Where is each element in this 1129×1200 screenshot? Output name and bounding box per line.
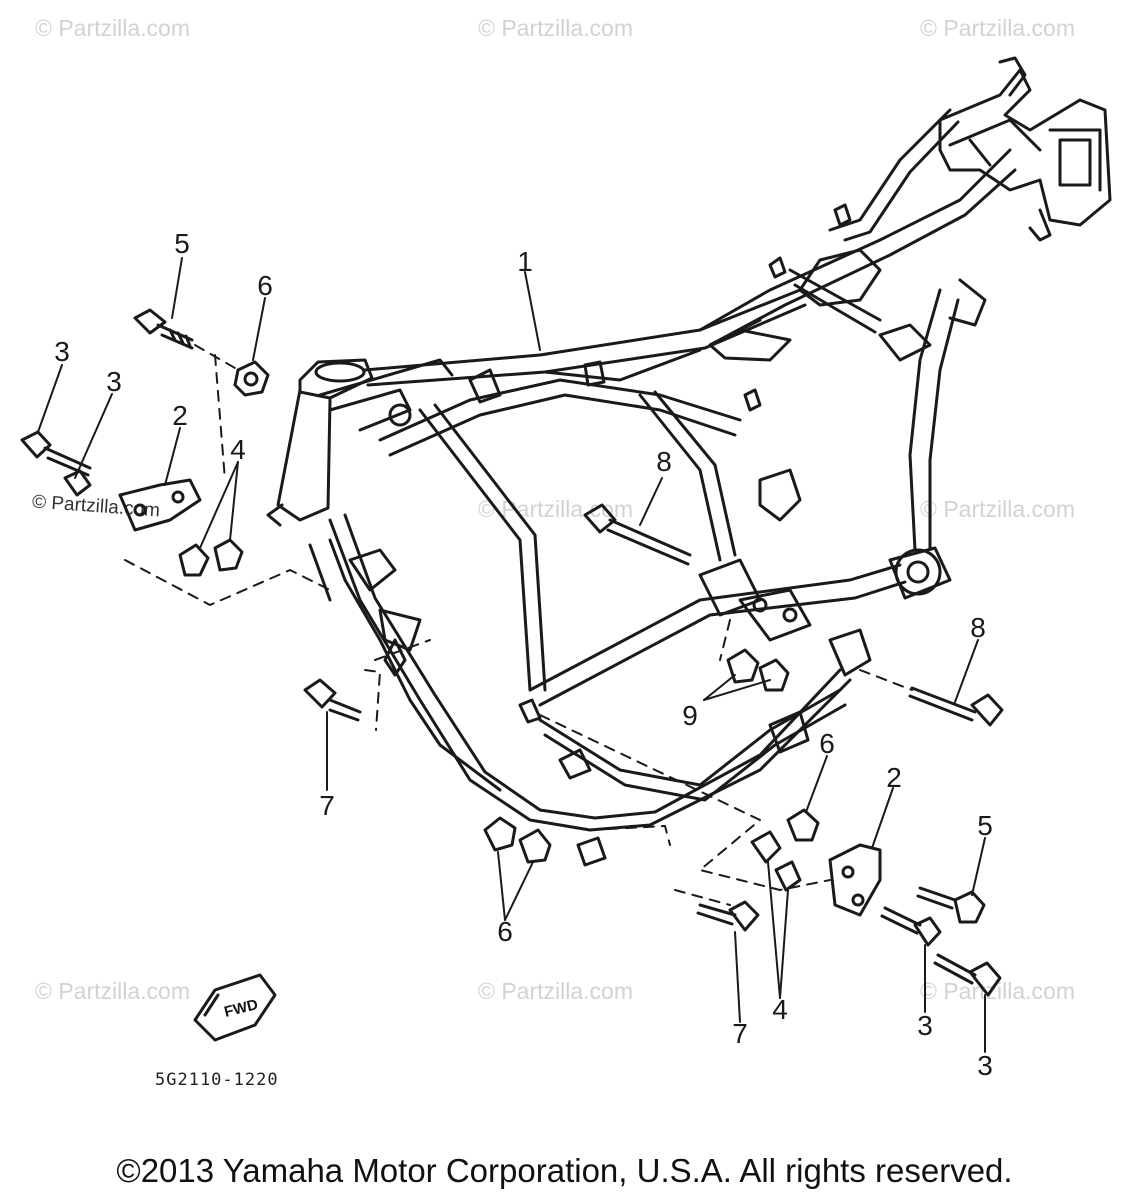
- callout-5: 5: [174, 228, 190, 259]
- callout-4: 4: [772, 994, 788, 1025]
- callout-8: 8: [970, 612, 986, 643]
- lower-mount-parts: [303, 503, 1004, 997]
- callout-9: 9: [682, 700, 698, 731]
- callout-5: 5: [977, 810, 993, 841]
- dashed-assembly-lines: [124, 344, 913, 906]
- callout-3: 3: [977, 1050, 993, 1081]
- callout-7: 7: [732, 1018, 748, 1049]
- callout-1: 1: [517, 246, 533, 277]
- watermark: © Partzilla.com: [920, 496, 1075, 522]
- copyright-notice: ©2013 Yamaha Motor Corporation, U.S.A. A…: [116, 1152, 1013, 1189]
- callout-6: 6: [257, 270, 273, 301]
- watermark: © Partzilla.com: [478, 978, 633, 1004]
- callout-3: 3: [54, 336, 70, 367]
- callout-2: 2: [886, 762, 902, 793]
- callout-4: 4: [230, 434, 246, 465]
- callout-6: 6: [819, 728, 835, 759]
- left-front-mount-group: [20, 308, 270, 577]
- callout-7: 7: [319, 790, 335, 821]
- callout-8: 8: [656, 446, 672, 477]
- watermark: © Partzilla.com: [35, 15, 190, 41]
- diagram-part-code: 5G2110-1220: [155, 1070, 279, 1090]
- callout-6: 6: [497, 916, 513, 947]
- callout-3: 3: [106, 366, 122, 397]
- leader-lines: [37, 257, 986, 1053]
- main-frame: [266, 56, 1112, 867]
- callout-3: 3: [917, 1010, 933, 1041]
- callout-2: 2: [172, 400, 188, 431]
- watermark: © Partzilla.com: [35, 978, 190, 1004]
- watermark: © Partzilla.com: [920, 15, 1075, 41]
- fwd-arrow-plate: [193, 973, 277, 1042]
- watermark: © Partzilla.com: [478, 15, 633, 41]
